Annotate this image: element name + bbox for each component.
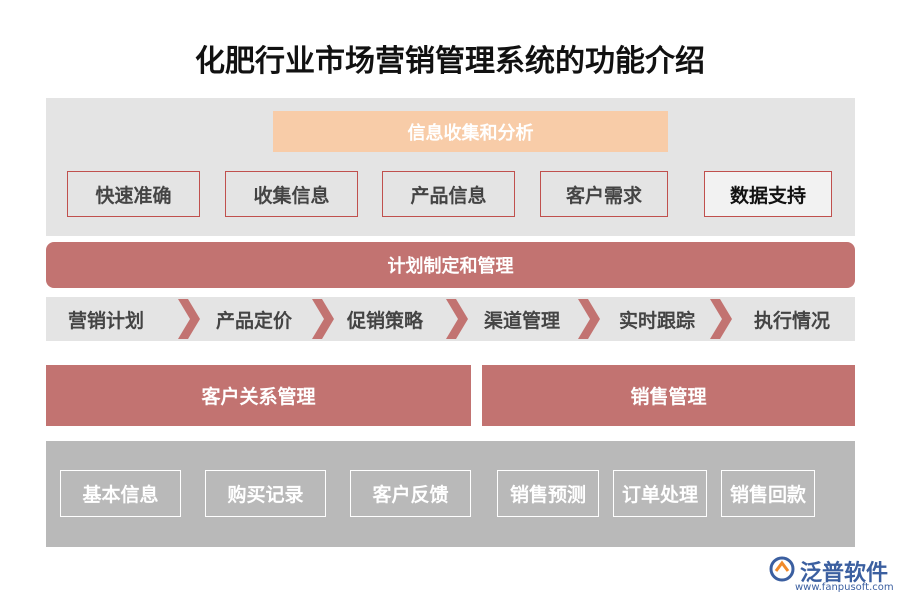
sub-item-basic-info: 基本信息	[60, 470, 181, 517]
crm-section-bar: 客户关系管理	[46, 365, 471, 426]
info-collection-header: 信息收集和分析	[273, 111, 668, 152]
chevron-right-icon	[178, 299, 200, 339]
brand-logo-icon	[769, 556, 795, 582]
sub-item-customer-feedback: 客户反馈	[350, 470, 471, 517]
brand-logo-name: 泛普软件	[800, 561, 889, 586]
info-item-collect-info: 收集信息	[225, 171, 358, 217]
info-item-customer-demand: 客户需求	[540, 171, 668, 217]
chevron-right-icon	[312, 299, 334, 339]
planning-flow: 营销计划 产品定价 促销策略 渠道管理 实时跟踪 执行情况	[46, 297, 855, 341]
planning-header-bar: 计划制定和管理	[46, 242, 855, 288]
flow-step-execution: 执行情况	[754, 309, 831, 332]
brand-logo-url: www.fanpusoft.com	[795, 582, 894, 593]
sub-item-purchase-records: 购买记录	[205, 470, 326, 517]
chevron-right-icon	[710, 299, 732, 339]
flow-step-pricing: 产品定价	[216, 309, 293, 332]
chevron-right-icon	[446, 299, 468, 339]
chevron-right-icon	[578, 299, 600, 339]
sub-item-sales-collection: 销售回款	[721, 470, 815, 517]
sub-item-order-processing: 订单处理	[613, 470, 707, 517]
flow-step-tracking: 实时跟踪	[619, 309, 696, 332]
flow-step-channel: 渠道管理	[484, 309, 561, 332]
flow-step-marketing-plan: 营销计划	[68, 309, 145, 332]
info-item-fast-accurate: 快速准确	[67, 171, 200, 217]
sub-item-sales-forecast: 销售预测	[497, 470, 599, 517]
info-item-data-support: 数据支持	[704, 171, 832, 217]
info-item-product-info: 产品信息	[382, 171, 515, 217]
flow-step-promotion: 促销策略	[347, 309, 424, 332]
page-title: 化肥行业市场营销管理系统的功能介绍	[195, 44, 705, 79]
sales-section-bar: 销售管理	[482, 365, 855, 426]
